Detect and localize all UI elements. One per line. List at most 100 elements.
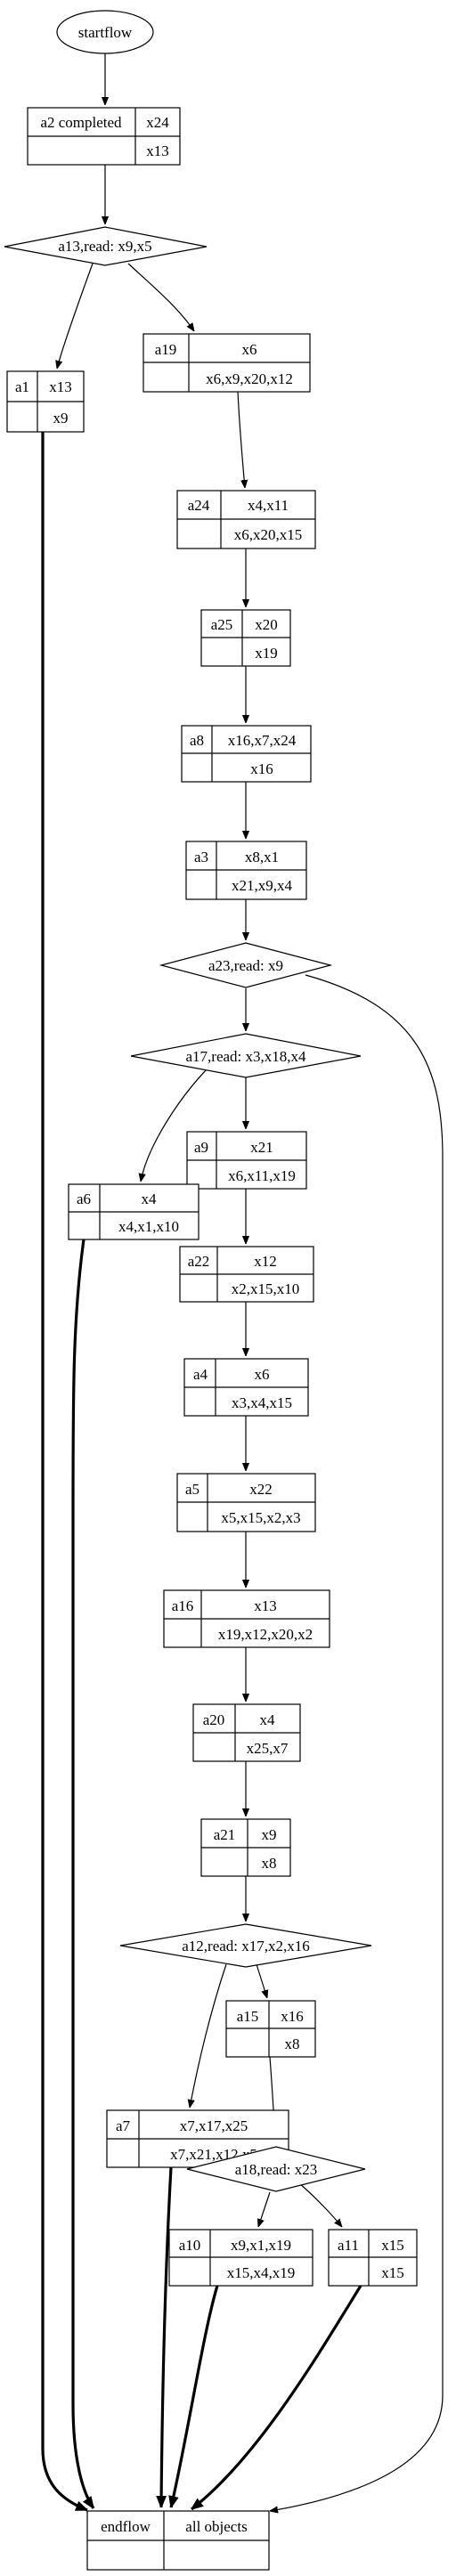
edge-d12-a15 bbox=[256, 1963, 267, 1998]
edge-d12-a7 bbox=[190, 1963, 227, 2108]
node-a8-name: a8 bbox=[190, 732, 204, 749]
node-a16-top: x13 bbox=[254, 1597, 277, 1614]
node-a19-top: x6 bbox=[242, 341, 257, 358]
node-a9-bottom: x6,x11,x19 bbox=[228, 1167, 296, 1184]
node-a4-bottom: x3,x4,x15 bbox=[232, 1394, 292, 1411]
startflow-label: startflow bbox=[78, 24, 133, 41]
decision-a17-label: a17,read: x3,x18,x4 bbox=[185, 1048, 306, 1065]
node-a8-top: x16,x7,x24 bbox=[228, 732, 297, 749]
node-a1-top: x13 bbox=[49, 378, 72, 395]
node-a19[interactable]: a19 x6 x6,x9,x20,x12 bbox=[142, 333, 311, 393]
node-a2-name: a2 completed bbox=[40, 114, 122, 131]
node-a5-top: x22 bbox=[249, 1481, 273, 1498]
node-a24-top: x4,x11 bbox=[248, 497, 289, 514]
edge-d13-a1 bbox=[57, 263, 94, 369]
node-a3-top: x8,x1 bbox=[245, 849, 279, 865]
node-a5-bottom: x5,x15,x2,x3 bbox=[221, 1509, 300, 1526]
node-a20[interactable]: a20 x4 x25,x7 bbox=[192, 1703, 301, 1762]
node-a22[interactable]: a22 x12 x2,x15,x10 bbox=[179, 1246, 314, 1303]
decision-a23-label: a23,read: x9 bbox=[208, 957, 283, 974]
node-a10-name: a10 bbox=[179, 2237, 201, 2254]
node-a8[interactable]: a8 x16,x7,x24 x16 bbox=[181, 725, 312, 783]
node-a15-top: x16 bbox=[281, 2008, 304, 2025]
node-a4[interactable]: a4 x6 x3,x4,x15 bbox=[183, 1358, 309, 1417]
edge-a19-a24 bbox=[237, 391, 245, 488]
node-a6[interactable]: a6 x4 x4,x1,x10 bbox=[68, 1183, 200, 1240]
node-a15[interactable]: a15 x16 x8 bbox=[225, 2000, 316, 2058]
node-a15-bottom: x8 bbox=[285, 2036, 300, 2052]
node-a3-name: a3 bbox=[194, 849, 208, 865]
node-a2[interactable]: a2 completed x24 x13 bbox=[27, 107, 181, 166]
node-a10-bottom: x15,x4,x19 bbox=[227, 2264, 296, 2281]
edge-d18-a11 bbox=[298, 2182, 342, 2227]
node-a6-top: x4 bbox=[142, 1190, 158, 1207]
node-a8-bottom: x16 bbox=[250, 760, 273, 777]
node-a2-top: x24 bbox=[146, 114, 169, 131]
node-a22-bottom: x2,x15,x10 bbox=[232, 1280, 300, 1297]
node-a19-bottom: x6,x9,x20,x12 bbox=[206, 370, 293, 387]
decision-a23[interactable]: a23,read: x9 bbox=[159, 942, 333, 988]
node-a7-top: x7,x17,x25 bbox=[180, 2117, 248, 2134]
endflow-objects-label: all objects bbox=[185, 2518, 247, 2535]
node-a25[interactable]: a25 x20 x19 bbox=[200, 609, 291, 667]
node-a22-name: a22 bbox=[188, 1253, 210, 1270]
edge-d18-a10 bbox=[258, 2191, 271, 2227]
startflow-node[interactable]: startflow bbox=[56, 10, 154, 54]
node-a3[interactable]: a3 x8,x1 x21,x9,x4 bbox=[185, 841, 307, 900]
node-a16-bottom: x19,x12,x20,x2 bbox=[218, 1626, 313, 1643]
node-a5-name: a5 bbox=[185, 1481, 200, 1498]
node-a11-name: a11 bbox=[338, 2237, 359, 2254]
node-a24-name: a24 bbox=[188, 497, 210, 514]
edge-d23-endflow bbox=[270, 974, 444, 2511]
decision-a13[interactable]: a13,read: x9,x5 bbox=[4, 226, 208, 266]
decision-a18[interactable]: a18,read: x23 bbox=[186, 2146, 366, 2192]
node-a1-name: a1 bbox=[15, 378, 29, 395]
edge-a6-endflow bbox=[71, 1239, 95, 2508]
decision-a17[interactable]: a17,read: x3,x18,x4 bbox=[130, 1033, 362, 1078]
node-a11-top: x15 bbox=[381, 2237, 404, 2254]
edge-d17-a6 bbox=[141, 1055, 221, 1182]
node-a16-name: a16 bbox=[172, 1597, 194, 1614]
edge-a10-endflow bbox=[171, 2285, 219, 2507]
node-a21[interactable]: a21 x9 x8 bbox=[200, 1818, 291, 1877]
node-a20-top: x4 bbox=[260, 1711, 276, 1728]
decision-a12[interactable]: a12,read: x17,x2,x16 bbox=[119, 1923, 372, 1968]
node-a7-name: a7 bbox=[116, 2117, 131, 2134]
node-a6-name: a6 bbox=[77, 1190, 91, 1207]
node-a4-top: x6 bbox=[255, 1366, 270, 1383]
decision-a13-label: a13,read: x9,x5 bbox=[58, 238, 151, 255]
node-a16[interactable]: a16 x13 x19,x12,x20,x2 bbox=[163, 1589, 330, 1648]
node-a2-bottom: x13 bbox=[146, 142, 169, 159]
node-a25-name: a25 bbox=[211, 616, 233, 633]
node-a9[interactable]: a9 x21 x6,x11,x19 bbox=[186, 1131, 307, 1190]
endflow-label: endflow bbox=[101, 2518, 151, 2535]
node-a10[interactable]: a10 x9,x1,x19 x15,x4,x19 bbox=[168, 2229, 314, 2287]
node-a3-bottom: x21,x9,x4 bbox=[232, 877, 293, 894]
node-a20-bottom: x25,x7 bbox=[247, 1740, 289, 1757]
node-a20-name: a20 bbox=[203, 1711, 225, 1728]
node-a24[interactable]: a24 x4,x11 x6,x20,x15 bbox=[176, 490, 316, 549]
node-a25-bottom: x19 bbox=[255, 645, 278, 662]
node-a5[interactable]: a5 x22 x5,x15,x2,x3 bbox=[176, 1473, 316, 1532]
node-a9-top: x21 bbox=[250, 1139, 273, 1156]
node-a10-top: x9,x1,x19 bbox=[231, 2237, 291, 2254]
decision-a12-label: a12,read: x17,x2,x16 bbox=[182, 1938, 310, 1954]
node-a1-bottom: x9 bbox=[53, 410, 69, 427]
edge-a7-endflow bbox=[161, 2166, 173, 2507]
node-a4-name: a4 bbox=[193, 1366, 208, 1383]
decision-a18-label: a18,read: x23 bbox=[235, 2161, 318, 2178]
node-a22-top: x12 bbox=[254, 1253, 277, 1270]
node-a21-top: x9 bbox=[262, 1826, 277, 1843]
node-a19-name: a19 bbox=[155, 341, 177, 358]
endflow-node[interactable]: endflow all objects bbox=[86, 2510, 270, 2571]
node-a11-bottom: x15 bbox=[381, 2264, 404, 2281]
node-a21-name: a21 bbox=[214, 1826, 236, 1843]
node-a21-bottom: x8 bbox=[262, 1855, 277, 1872]
node-a6-bottom: x4,x1,x10 bbox=[118, 1218, 179, 1235]
node-a11[interactable]: a11 x15 x15 bbox=[328, 2229, 418, 2287]
edge-a11-endflow bbox=[191, 2285, 362, 2511]
edge-a1-endflow bbox=[41, 432, 87, 2512]
node-a1[interactable]: a1 x13 x9 bbox=[6, 370, 85, 433]
edge-d13-a19 bbox=[127, 263, 194, 331]
